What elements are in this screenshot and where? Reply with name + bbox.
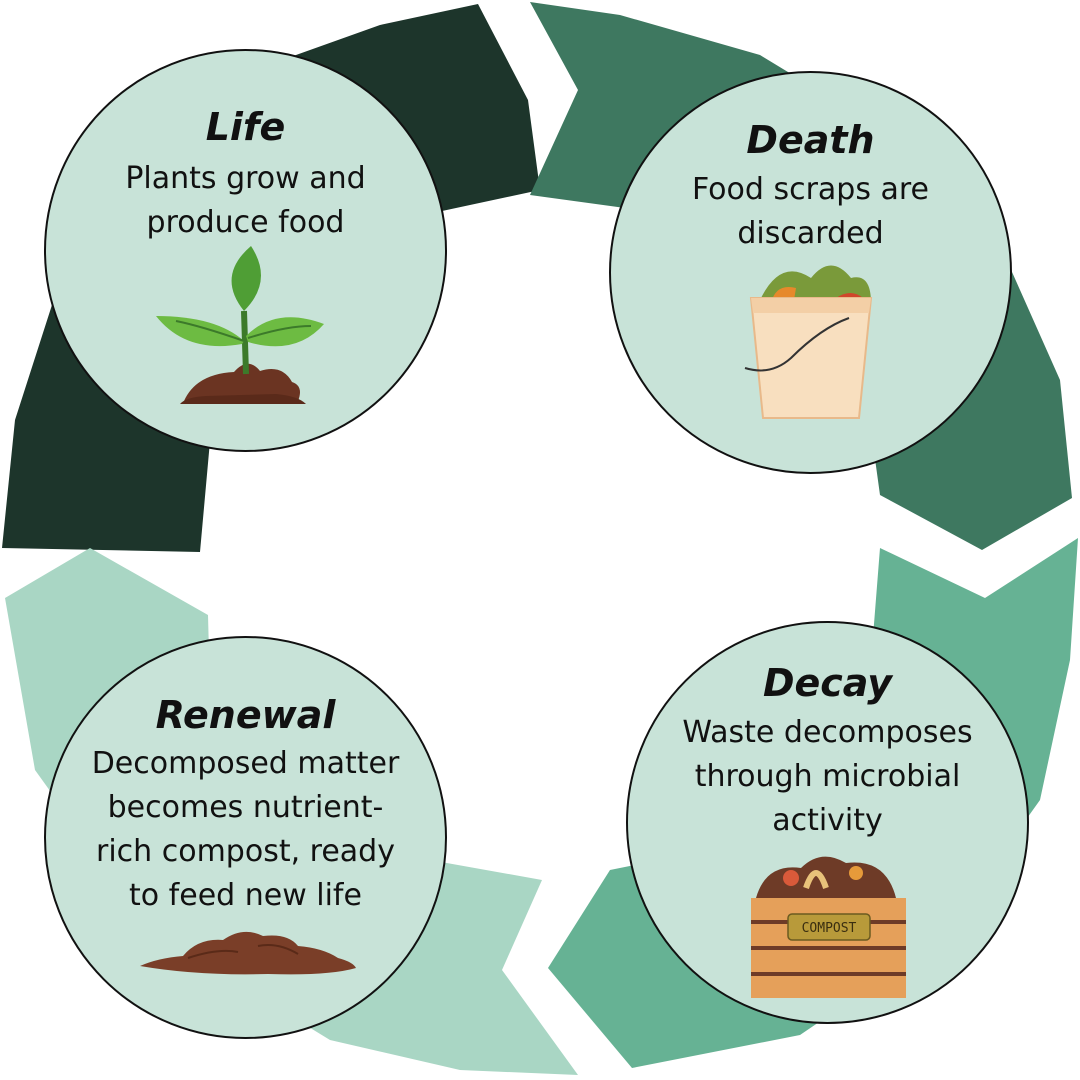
stage-title: Decay — [628, 661, 1027, 705]
compost-pile-icon — [138, 918, 358, 978]
stage-title: Death — [611, 118, 1010, 162]
stage-description: Decomposed matter becomes nutrient- rich… — [71, 742, 420, 918]
stage-title: Life — [46, 105, 445, 149]
compost-label: COMPOST — [802, 921, 857, 936]
stage-life: Life Plants grow and produce food — [44, 49, 447, 452]
stage-description: Food scraps are discarded — [641, 168, 980, 256]
stage-death: Death Food scraps are discarded — [609, 71, 1012, 474]
stage-renewal: Renewal Decomposed matter becomes nutrie… — [44, 636, 447, 1039]
stage-title: Renewal — [46, 693, 445, 737]
compost-crate-icon: COMPOST — [746, 848, 911, 1003]
scrap-bucket-icon — [741, 258, 881, 433]
stage-description: Plants grow and produce food — [76, 157, 415, 245]
stage-decay: Decay Waste decomposes through microbial… — [626, 621, 1029, 1024]
plant-sprout-icon — [156, 246, 336, 421]
stage-description: Waste decomposes through microbial activ… — [648, 711, 1007, 843]
